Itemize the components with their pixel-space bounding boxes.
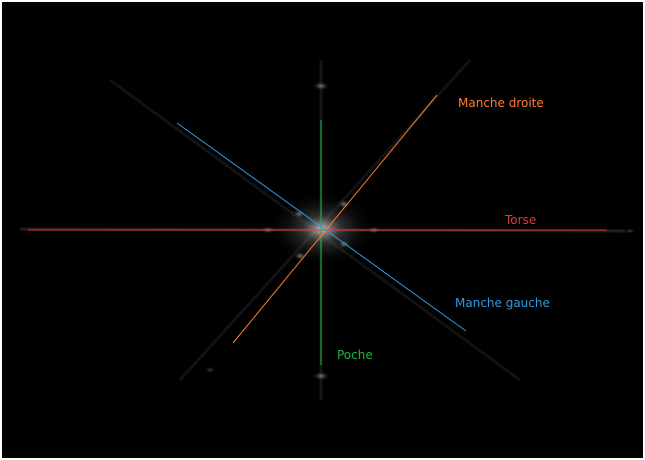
torse-label: Torse <box>505 213 537 227</box>
peak-far-right <box>624 228 636 234</box>
peak-bottom <box>312 371 330 381</box>
peak-upper-right <box>337 199 351 209</box>
peak-far-lower-left <box>204 366 216 374</box>
manche-droite-label: Manche droite <box>458 96 544 110</box>
poche-label: Poche <box>337 348 373 362</box>
peak-lower-right <box>337 239 351 249</box>
peak-lower-left <box>293 251 307 261</box>
peak-upper-left <box>292 209 306 219</box>
manche-gauche-label: Manche gauche <box>455 296 550 310</box>
manche-gauche-axis-line <box>176 122 467 332</box>
dc-component-glow <box>267 191 377 267</box>
spectral-peaks <box>204 81 636 381</box>
peak-top <box>312 81 330 91</box>
manche-droite-axis-line <box>232 94 438 344</box>
